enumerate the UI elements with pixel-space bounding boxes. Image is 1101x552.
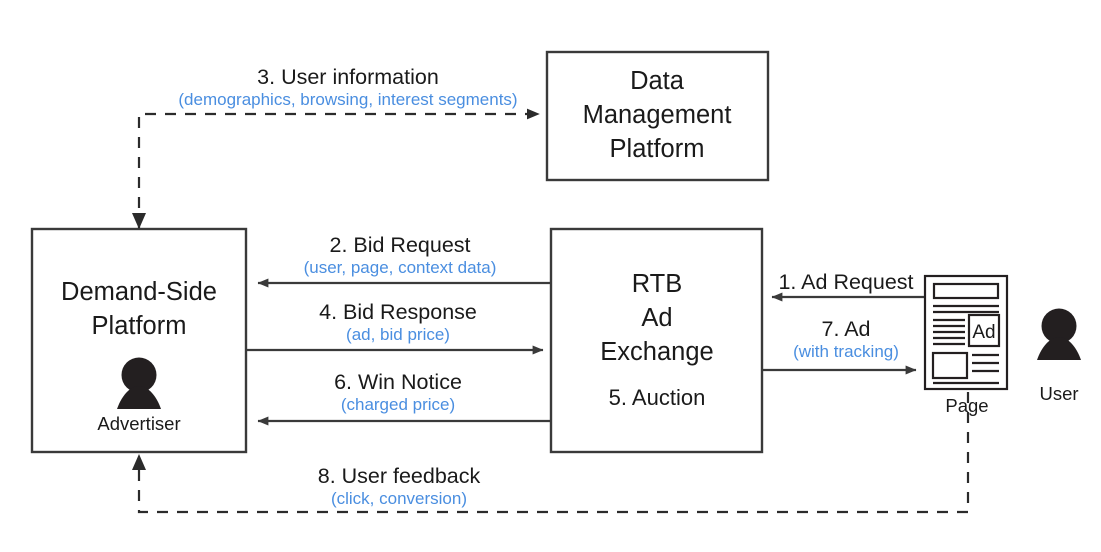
flow-8-main-label: 8. User feedback (318, 464, 481, 488)
flow-3-main-label: 3. User information (257, 65, 439, 89)
dsp-title-line2: Platform (92, 312, 187, 340)
user-person-icon[interactable] (1037, 308, 1081, 361)
flow-6-sub-label: (charged price) (341, 395, 455, 414)
flow-7-main-label: 7. Ad (821, 317, 870, 341)
flow-1-labels: 1. Ad Request (778, 270, 913, 294)
advertiser-label: Advertiser (97, 413, 180, 434)
dmp-title-line1: Data (630, 67, 685, 95)
page-document-icon[interactable]: Ad (923, 274, 1009, 391)
flow-3-labels: 3. User information (demographics, brows… (178, 65, 517, 109)
rtb-title-line2: Ad (641, 304, 672, 332)
dmp-title-line2: Management (583, 101, 732, 129)
dmp-title-line3: Platform (610, 135, 705, 163)
flow-6-labels: 6. Win Notice (charged price) (334, 370, 462, 414)
flow-3-user-information-line (137, 108, 540, 228)
flow-7-sub-label: (with tracking) (793, 342, 899, 361)
entity-dmp-box[interactable]: Data Management Platform (545, 50, 770, 182)
page-ad-slot-label: Ad (972, 322, 995, 343)
flow-6-main-label: 6. Win Notice (334, 370, 462, 394)
advertiser-person-icon (117, 357, 161, 409)
rtb-auction-step: 5. Auction (609, 385, 706, 410)
flow-4-sub-label: (ad, bid price) (346, 325, 450, 344)
flow-3-arrowhead-dsp (132, 213, 146, 229)
flow-8-arrowhead-dsp (132, 454, 146, 470)
entity-dsp-box[interactable]: Demand-Side Platform Advertiser (30, 227, 248, 454)
flow-4-main-label: 4. Bid Response (319, 300, 477, 324)
page-label: Page (945, 395, 988, 416)
flow-8-user-feedback-line (137, 392, 970, 514)
flow-2-sub-label: (user, page, context data) (304, 258, 497, 277)
rtb-title-line3: Exchange (600, 338, 713, 366)
dsp-title-line1: Demand-Side (61, 278, 217, 306)
entity-rtb-box[interactable]: RTB Ad Exchange 5. Auction (549, 227, 764, 454)
rtb-title-line1: RTB (632, 270, 683, 298)
flow-1-main-label: 1. Ad Request (778, 270, 913, 294)
flow-2-labels: 2. Bid Request (user, page, context data… (304, 233, 497, 277)
flow-3-sub-label: (demographics, browsing, interest segmen… (178, 90, 517, 109)
flow-8-sub-label: (click, conversion) (331, 489, 467, 508)
flow-2-main-label: 2. Bid Request (329, 233, 470, 257)
flow-8-labels: 8. User feedback (click, conversion) (318, 464, 481, 508)
flow-7-labels: 7. Ad (with tracking) (793, 317, 899, 361)
user-label: User (1039, 383, 1078, 404)
flow-4-labels: 4. Bid Response (ad, bid price) (319, 300, 477, 344)
